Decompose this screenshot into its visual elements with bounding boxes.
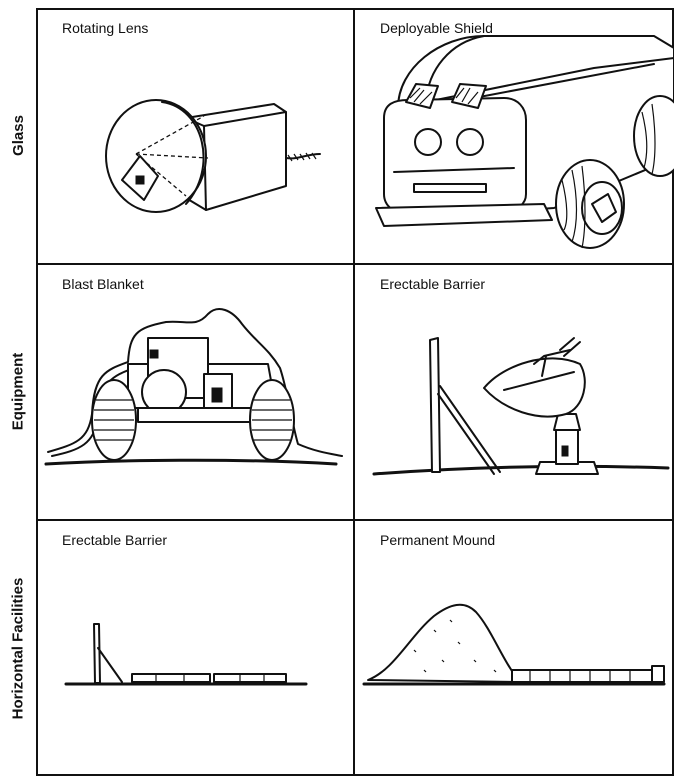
row-label-equipment-text: Equipment xyxy=(10,353,27,431)
erectable-barrier-facility-illustration xyxy=(36,520,354,776)
cell-erectable-barrier-equipment: Erectable Barrier xyxy=(354,264,674,520)
row-label-horizontal-facilities: Horizontal Facilities xyxy=(0,520,36,776)
cell-erectable-barrier-facilities: Erectable Barrier xyxy=(36,520,354,776)
erectable-barrier-dish-illustration xyxy=(354,264,674,520)
cell-blast-blanket: Blast Blanket xyxy=(36,264,354,520)
row-label-equipment: Equipment xyxy=(0,263,36,520)
cell-permanent-mound: Permanent Mound xyxy=(354,520,674,776)
cell-deployable-shield: Deployable Shield xyxy=(354,8,674,264)
row-label-horizontal-facilities-text: Horizontal Facilities xyxy=(10,577,27,719)
row-label-glass: Glass xyxy=(0,8,36,263)
rotating-lens-illustration xyxy=(36,8,354,264)
diagram-grid: Rotating Lens Deployable Shield xyxy=(36,8,674,776)
blast-blanket-illustration xyxy=(36,264,354,520)
row-label-glass-text: Glass xyxy=(10,115,27,156)
deployable-shield-illustration xyxy=(354,8,674,264)
cell-rotating-lens: Rotating Lens xyxy=(36,8,354,264)
permanent-mound-illustration xyxy=(354,520,674,776)
